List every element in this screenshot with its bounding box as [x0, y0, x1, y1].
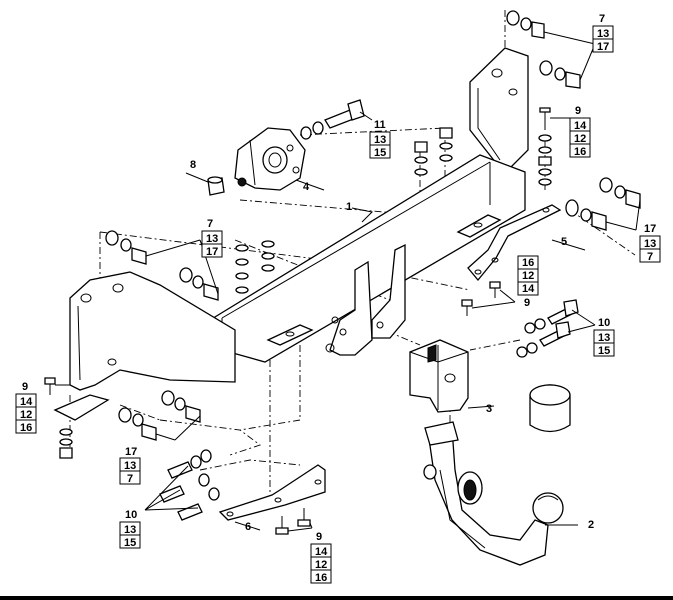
svg-text:9: 9 [316, 531, 322, 543]
callout-right-bolts: 10 13 15 [593, 317, 615, 357]
svg-text:13: 13 [374, 134, 386, 146]
svg-text:11: 11 [374, 119, 386, 131]
part-8-spacer [207, 176, 225, 196]
svg-text:7: 7 [127, 473, 133, 485]
svg-text:16: 16 [522, 257, 534, 269]
svg-text:15: 15 [598, 345, 610, 357]
part-3-coupling-bracket [409, 339, 469, 413]
part-label-8: 8 [190, 159, 196, 171]
part-6-strap [218, 464, 326, 521]
callout-left-upper: 7 13 17 [201, 218, 223, 258]
svg-text:13: 13 [206, 233, 218, 245]
svg-text:10: 10 [598, 317, 610, 329]
svg-text:15: 15 [124, 537, 136, 549]
svg-text:9: 9 [22, 381, 28, 393]
part-label-5: 5 [561, 236, 567, 248]
svg-text:9: 9 [524, 297, 530, 309]
svg-text:12: 12 [522, 270, 534, 282]
part-labels: 1 2 3 4 5 6 8 [190, 159, 594, 533]
part-2-tow-ball [423, 384, 571, 566]
part-1-crossbar [69, 47, 529, 391]
svg-text:12: 12 [574, 133, 586, 145]
part-label-1: 1 [346, 201, 352, 213]
part-4-lug-plate [234, 127, 306, 191]
svg-text:14: 14 [315, 546, 328, 558]
callout-right-side: 17 13 7 [639, 223, 661, 263]
svg-text:14: 14 [574, 120, 587, 132]
svg-text:17: 17 [597, 41, 609, 53]
svg-text:10: 10 [125, 509, 137, 521]
leader-lines [55, 31, 641, 532]
svg-text:7: 7 [599, 13, 605, 25]
callout-left-lower: 17 13 7 [119, 446, 141, 485]
svg-text:13: 13 [597, 28, 609, 40]
callout-right-bracket: 16 12 14 9 [517, 255, 539, 309]
callout-left-bolt: 9 14 12 16 [15, 381, 37, 434]
svg-text:16: 16 [574, 146, 586, 158]
callout-top-bolt: 11 13 15 [369, 119, 391, 159]
callout-bottom-center-bolt: 9 14 12 16 [310, 531, 332, 584]
callout-upper-right-bolt: 9 14 12 16 [569, 105, 591, 158]
part-label-4: 4 [303, 181, 310, 193]
svg-text:17: 17 [206, 246, 218, 258]
svg-text:13: 13 [124, 524, 136, 536]
svg-text:14: 14 [522, 283, 535, 295]
callout-bottom-left-bolts: 10 13 15 [119, 509, 141, 549]
svg-text:17: 17 [644, 223, 656, 235]
svg-text:17: 17 [125, 446, 137, 458]
svg-text:14: 14 [20, 396, 33, 408]
svg-text:13: 13 [124, 460, 136, 472]
callout-top-right: 7 13 17 [592, 13, 614, 53]
svg-text:12: 12 [315, 559, 327, 571]
part-label-3: 3 [486, 403, 492, 415]
svg-text:15: 15 [374, 147, 386, 159]
svg-text:7: 7 [647, 251, 653, 263]
svg-text:7: 7 [207, 218, 213, 230]
svg-text:12: 12 [20, 409, 32, 421]
part-label-6: 6 [245, 521, 251, 533]
svg-text:13: 13 [644, 238, 656, 250]
svg-text:16: 16 [20, 422, 32, 434]
svg-text:13: 13 [598, 332, 610, 344]
part-5-strap [467, 204, 562, 282]
svg-text:9: 9 [575, 105, 581, 117]
fasteners [44, 10, 641, 535]
svg-text:16: 16 [315, 572, 327, 584]
part-label-2: 2 [588, 519, 594, 531]
